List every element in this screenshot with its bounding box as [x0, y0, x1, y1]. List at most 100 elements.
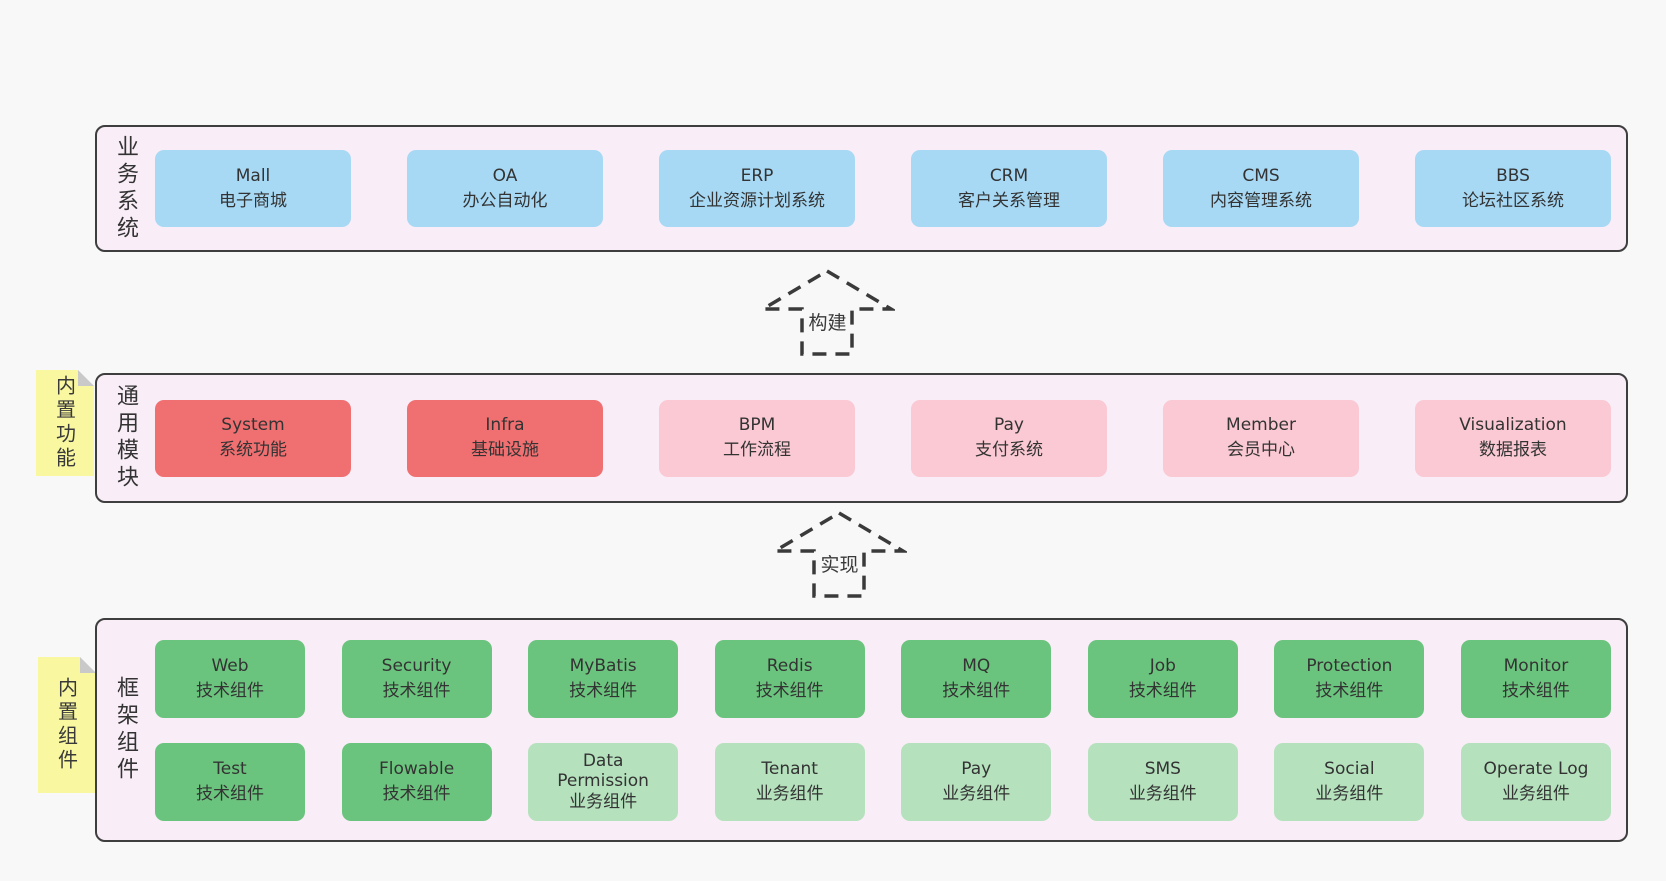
box-infra: Infra 基础设施 [407, 399, 603, 477]
box-name: Tenant [761, 758, 818, 779]
box-desc: 业务组件 [1315, 783, 1384, 804]
box-desc: 技术组件 [755, 680, 824, 701]
box-social: Social 业务组件 [1274, 742, 1425, 821]
box-name: MyBatis [569, 655, 637, 676]
box-test: Test 技术组件 [155, 742, 305, 821]
box-desc: 技术组件 [1501, 680, 1570, 701]
band-modules-content: System 系统功能 Infra 基础设施 BPM 工作流程 Pay 支付系统… [155, 375, 1611, 501]
box-desc: 内容管理系统 [1210, 190, 1312, 211]
box-name: BBS [1496, 165, 1530, 186]
box-name: BPM [738, 415, 776, 436]
box-cms: CMS 内容管理系统 [1163, 150, 1359, 227]
box-desc: 业务组件 [569, 791, 638, 812]
box-bbs: BBS 论坛社区系统 [1415, 150, 1611, 227]
up-block-arrow-icon [760, 268, 895, 356]
box-sms: SMS 业务组件 [1087, 742, 1238, 821]
band-modules-label: 通用模块 [113, 384, 138, 492]
box-desc: 会员中心 [1227, 440, 1295, 460]
sticky-built-in-components: 内置组件 [38, 657, 96, 793]
sticky-functions-label: 内置功能 [52, 375, 77, 471]
box-desc: 技术组件 [942, 680, 1011, 701]
box-name: Infra [485, 415, 525, 436]
box-desc: 基础设施 [471, 440, 539, 460]
box-name: ERP [740, 165, 774, 186]
band-framework-label: 框架组件 [113, 676, 138, 784]
box-crm: CRM 客户关系管理 [911, 150, 1107, 227]
sticky-components-label: 内置组件 [54, 677, 79, 773]
box-bpm: BPM 工作流程 [659, 399, 855, 477]
box-desc: 技术组件 [1315, 680, 1384, 701]
box-desc: 支付系统 [975, 440, 1043, 460]
box-tenant: Tenant 业务组件 [714, 742, 865, 821]
box-redis: Redis 技术组件 [714, 639, 865, 718]
box-flowable: Flowable 技术组件 [341, 742, 492, 821]
box-name: Visualization [1459, 415, 1567, 436]
band-business-systems: 业务系统 Mall 电子商城 OA 办公自动化 ERP 企业资源计划系统 CRM… [95, 125, 1628, 252]
box-name: Security [381, 655, 452, 676]
box-desc: 客户关系管理 [958, 190, 1060, 211]
box-name: CRM [989, 165, 1029, 186]
box-name: Pay [994, 415, 1024, 436]
box-desc: 业务组件 [1501, 783, 1570, 804]
framework-row-2: Test 技术组件 Flowable 技术组件 Data Permission … [155, 742, 1611, 821]
box-name: Mall [235, 165, 271, 186]
box-mq: MQ 技术组件 [901, 639, 1052, 718]
band-framework-components: 框架组件 Web 技术组件 Security 技术组件 MyBatis 技术组件… [95, 618, 1628, 842]
box-desc: 论坛社区系统 [1462, 190, 1564, 211]
box-web: Web 技术组件 [155, 639, 305, 718]
box-name: Job [1149, 655, 1176, 676]
framework-row-1: Web 技术组件 Security 技术组件 MyBatis 技术组件 Redi… [155, 639, 1611, 718]
box-pay-module: Pay 支付系统 [911, 399, 1107, 477]
implement-arrow: 实现 [772, 510, 907, 600]
box-desc: 技术组件 [382, 680, 451, 701]
box-name: CMS [1242, 165, 1280, 186]
box-mall: Mall 电子商城 [155, 150, 351, 227]
box-system: System 系统功能 [155, 399, 351, 477]
box-name: Protection [1306, 655, 1393, 676]
box-name: Social [1324, 758, 1375, 779]
box-desc: 业务组件 [755, 783, 824, 804]
box-mybatis: MyBatis 技术组件 [528, 639, 679, 718]
box-name: Web [211, 655, 249, 676]
box-desc: 工作流程 [723, 440, 791, 460]
box-desc: 业务组件 [1128, 783, 1197, 804]
box-desc: 技术组件 [382, 783, 451, 804]
box-name: Test [213, 758, 247, 779]
box-member: Member 会员中心 [1163, 399, 1359, 477]
box-oa: OA 办公自动化 [407, 150, 603, 227]
box-desc: 技术组件 [1128, 680, 1197, 701]
box-name: MQ [962, 655, 991, 676]
box-visualization: Visualization 数据报表 [1415, 399, 1611, 477]
sticky-built-in-functions: 内置功能 [36, 370, 94, 476]
box-name: Flowable [378, 758, 455, 779]
box-name: Member [1226, 415, 1296, 436]
box-pay-component: Pay 业务组件 [901, 742, 1052, 821]
box-data-permission: Data Permission 业务组件 [528, 742, 679, 821]
box-operate-log: Operate Log 业务组件 [1460, 742, 1611, 821]
box-security: Security 技术组件 [341, 639, 492, 718]
box-protection: Protection 技术组件 [1274, 639, 1425, 718]
box-desc: 企业资源计划系统 [689, 190, 825, 211]
box-erp: ERP 企业资源计划系统 [659, 150, 855, 227]
box-name: System [221, 415, 285, 436]
box-job: Job 技术组件 [1087, 639, 1238, 718]
band-business-content: Mall 电子商城 OA 办公自动化 ERP 企业资源计划系统 CRM 客户关系… [155, 127, 1611, 250]
box-desc: 电子商城 [219, 190, 287, 211]
build-arrow-label: 构建 [805, 308, 850, 335]
box-name: Redis [766, 655, 813, 676]
box-desc: 数据报表 [1479, 440, 1547, 460]
band-framework-content: Web 技术组件 Security 技术组件 MyBatis 技术组件 Redi… [155, 620, 1611, 840]
box-name: SMS [1144, 758, 1181, 779]
box-name: Data Permission [557, 750, 649, 792]
up-block-arrow-icon [772, 510, 907, 598]
box-desc: 系统功能 [219, 440, 287, 460]
box-desc: 业务组件 [942, 783, 1011, 804]
box-name: Pay [961, 758, 992, 779]
implement-arrow-label: 实现 [817, 550, 862, 577]
build-arrow: 构建 [760, 268, 895, 358]
box-monitor: Monitor 技术组件 [1460, 639, 1611, 718]
box-name: OA [492, 165, 518, 186]
box-desc: 技术组件 [196, 783, 264, 804]
box-desc: 办公自动化 [462, 190, 548, 211]
